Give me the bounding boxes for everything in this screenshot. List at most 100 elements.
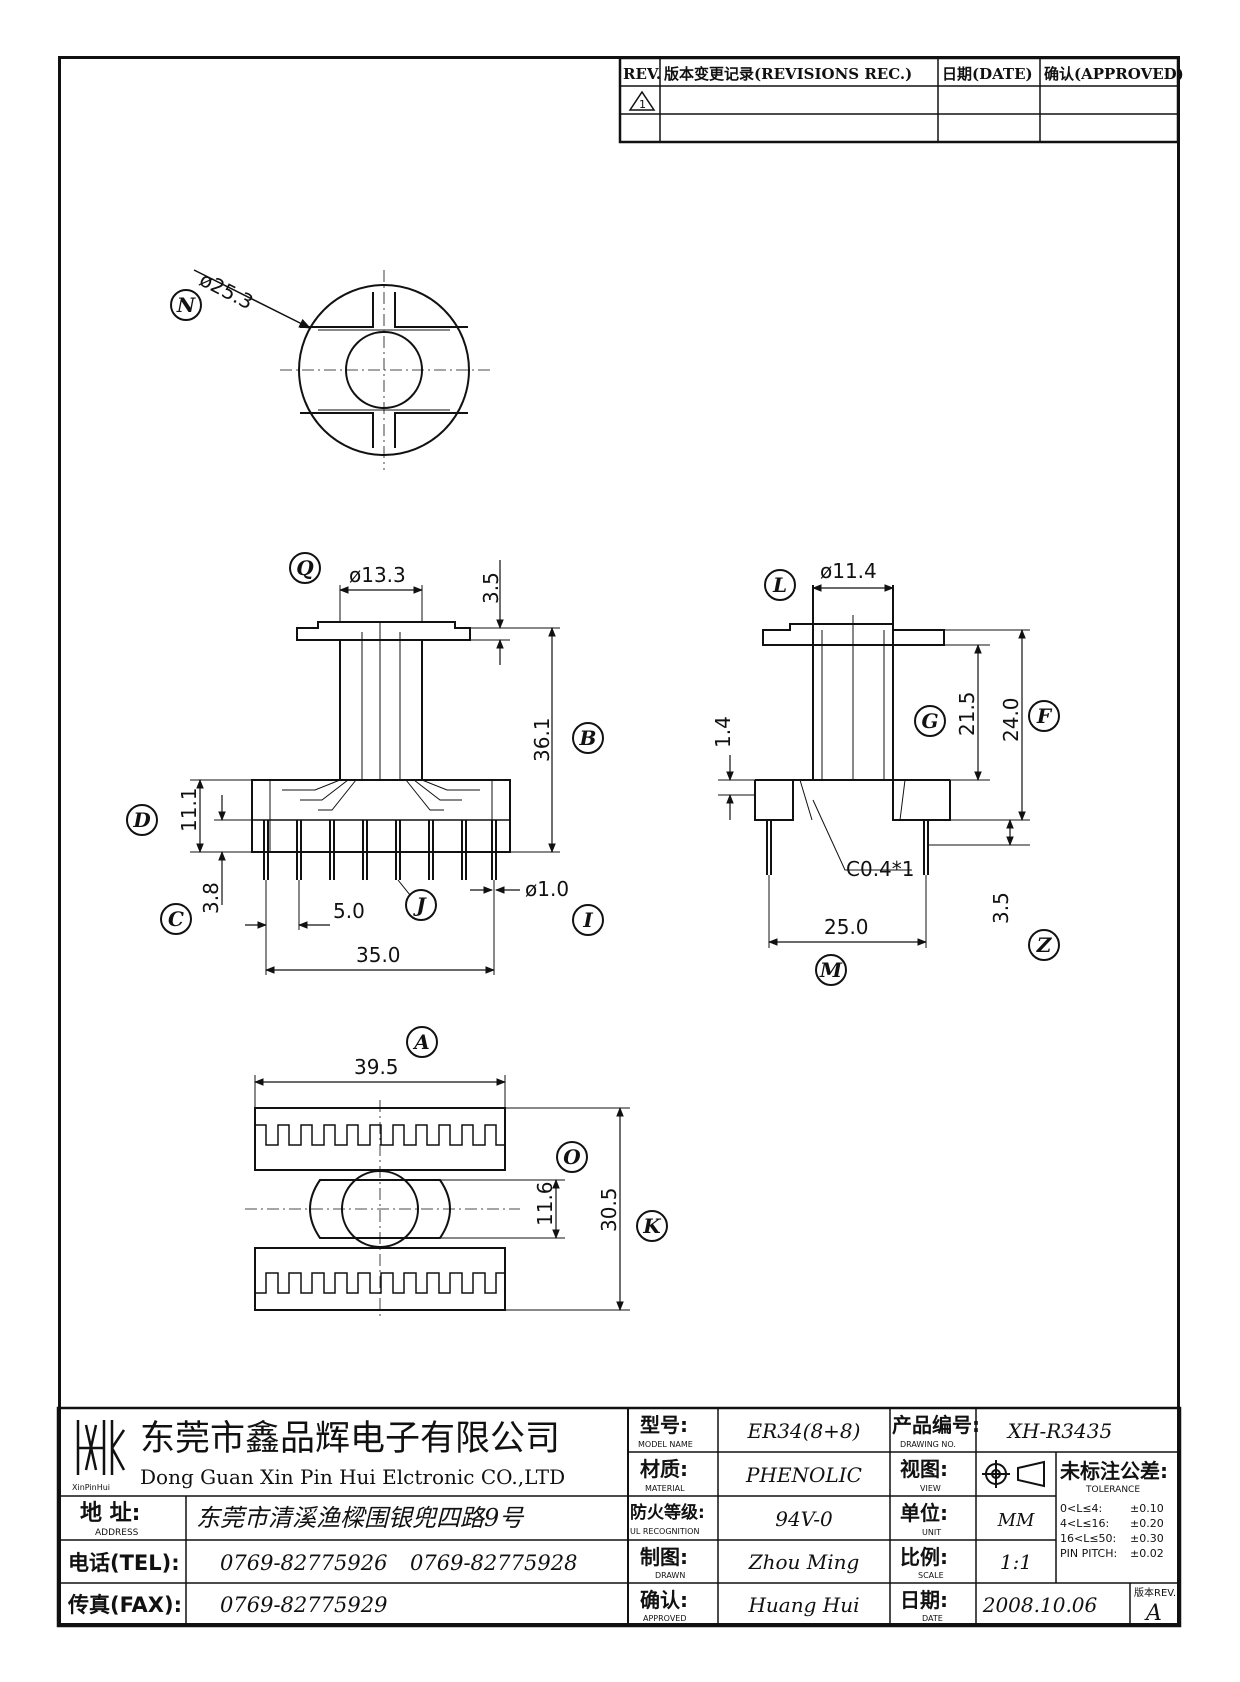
tel-2: 0769-82775928 xyxy=(410,1551,577,1575)
view-label-en: VIEW xyxy=(920,1484,941,1493)
svg-text:G: G xyxy=(921,709,938,733)
tolerance-value-2: ±0.20 xyxy=(1130,1517,1164,1530)
tolerance-range-1: 0<L≤4: xyxy=(1060,1502,1102,1515)
drawing-no-label: 产品编号: xyxy=(892,1413,980,1437)
scale-label-en: SCALE xyxy=(918,1571,944,1580)
svg-text:M: M xyxy=(819,958,843,982)
company-logo xyxy=(76,1420,126,1475)
bottom-view xyxy=(245,1075,630,1320)
front-view xyxy=(190,560,560,975)
q-diameter-label: ø13.3 xyxy=(349,563,406,587)
g-height-label: 21.5 xyxy=(955,691,979,736)
callout-f: F xyxy=(1028,700,1060,732)
overall-width-label: 35.0 xyxy=(356,943,401,967)
logo-text: XinPinHui xyxy=(72,1483,110,1492)
d-height-label: 11.1 xyxy=(177,787,201,832)
callout-b: B xyxy=(572,722,604,754)
approved-header: 确认(APPROVED) xyxy=(1044,65,1184,83)
callout-j: J xyxy=(405,889,437,921)
tel-label: 电话(TEL): xyxy=(68,1551,180,1575)
tolerance-range-2: 4<L≤16: xyxy=(1060,1517,1109,1530)
chamfer-label: C0.4*1 xyxy=(846,857,915,881)
unit-label: 单位: xyxy=(900,1501,948,1525)
callout-c: C xyxy=(160,903,192,935)
tolerance-value-3: ±0.30 xyxy=(1130,1532,1164,1545)
m-width-label: 25.0 xyxy=(824,915,869,939)
rev-row-1-number: 1 xyxy=(639,98,646,111)
tolerance-range-3: 16<L≤50: xyxy=(1060,1532,1116,1545)
projection-symbol-icon xyxy=(982,1460,1045,1488)
svg-text:Q: Q xyxy=(296,556,314,580)
approved-label-en: APPROVED xyxy=(643,1614,687,1623)
date-label: 日期: xyxy=(900,1588,948,1612)
z-length-label: 3.5 xyxy=(989,892,1013,924)
callout-k: K xyxy=(636,1210,668,1242)
address-label-en: ADDRESS xyxy=(95,1528,139,1538)
ul-label-en: UL RECOGNITION xyxy=(630,1527,699,1536)
drawing-no-label-en: DRAWING NO. xyxy=(900,1440,956,1449)
side-view xyxy=(718,584,1030,948)
approved-label: 确认: xyxy=(640,1588,688,1612)
flange-thickness-label: 3.5 xyxy=(479,572,503,604)
l-diameter-label: ø11.4 xyxy=(820,559,877,583)
rev-label: 版本REV. xyxy=(1134,1586,1176,1599)
tolerance-value-4: ±0.02 xyxy=(1130,1547,1164,1560)
callout-l: L xyxy=(764,569,796,601)
pin-spacing-label: 5.0 xyxy=(333,899,365,923)
date-value: 2008.10.06 xyxy=(982,1593,1098,1617)
tolerance-range-4: PIN PITCH: xyxy=(1060,1547,1117,1560)
o-height-label: 11.6 xyxy=(533,1181,557,1226)
approved-by-value: Huang Hui xyxy=(747,1593,859,1617)
callout-a: A xyxy=(406,1026,438,1058)
drawn-label: 制图: xyxy=(640,1545,688,1569)
svg-text:C: C xyxy=(168,907,184,931)
model-value: ER34(8+8) xyxy=(747,1419,861,1443)
c-length-label: 3.8 xyxy=(199,882,223,914)
n-diameter-label: ø25.3 xyxy=(196,267,257,314)
scale-value: 1:1 xyxy=(1000,1550,1032,1574)
ul-label: 防火等级: xyxy=(630,1502,705,1523)
scale-label: 比例: xyxy=(900,1545,948,1569)
fax-value: 0769-82775929 xyxy=(220,1593,387,1617)
address-value: 东莞市清溪渔樑围银兜四路9号 xyxy=(196,1504,525,1532)
material-label: 材质: xyxy=(640,1457,688,1481)
svg-text:K: K xyxy=(642,1214,662,1238)
view-label: 视图: xyxy=(900,1457,948,1481)
tolerance-value-1: ±0.10 xyxy=(1130,1502,1164,1515)
callout-i: I xyxy=(572,904,604,936)
side-step-label: 1.4 xyxy=(711,716,735,748)
address-label: 地 址: xyxy=(80,1501,140,1526)
drawn-by-value: Zhou Ming xyxy=(748,1550,860,1574)
svg-text:A: A xyxy=(412,1030,430,1054)
svg-text:I: I xyxy=(582,908,593,932)
svg-text:B: B xyxy=(579,726,597,750)
callout-d: D xyxy=(126,804,158,836)
unit-value: MM xyxy=(997,1510,1035,1531)
f-height-label: 24.0 xyxy=(999,697,1023,742)
material-label-en: MATERIAL xyxy=(645,1484,685,1493)
drawn-label-en: DRAWN xyxy=(655,1571,685,1580)
pin-diameter-label: ø1.0 xyxy=(525,877,569,901)
svg-text:J: J xyxy=(412,893,427,917)
date-header: 日期(DATE) xyxy=(942,65,1033,83)
k-height-label: 30.5 xyxy=(597,1187,621,1232)
callout-g: G xyxy=(914,705,946,737)
svg-text:Z: Z xyxy=(1036,933,1053,957)
b-height-label: 36.1 xyxy=(530,717,554,762)
company-name-english: Dong Guan Xin Pin Hui Elctronic CO.,LTD xyxy=(140,1465,565,1489)
top-view xyxy=(193,269,490,470)
callout-o: O xyxy=(556,1141,588,1173)
model-label: 型号: xyxy=(640,1413,688,1437)
tolerance-label: 未标注公差: xyxy=(1060,1459,1168,1483)
title-block xyxy=(56,1406,1182,1628)
tolerance-label-en: TOLERANCE xyxy=(1085,1485,1140,1495)
callout-q: Q xyxy=(289,552,321,584)
rev-header: REV. xyxy=(623,65,661,83)
material-value: PHENOLIC xyxy=(745,1463,862,1487)
fax-label: 传真(FAX): xyxy=(67,1593,182,1617)
svg-text:D: D xyxy=(132,808,151,832)
callout-n: N xyxy=(170,289,202,321)
callout-m: M xyxy=(815,954,847,986)
unit-label-en: UNIT xyxy=(922,1528,941,1537)
rev-value: A xyxy=(1144,1601,1162,1626)
